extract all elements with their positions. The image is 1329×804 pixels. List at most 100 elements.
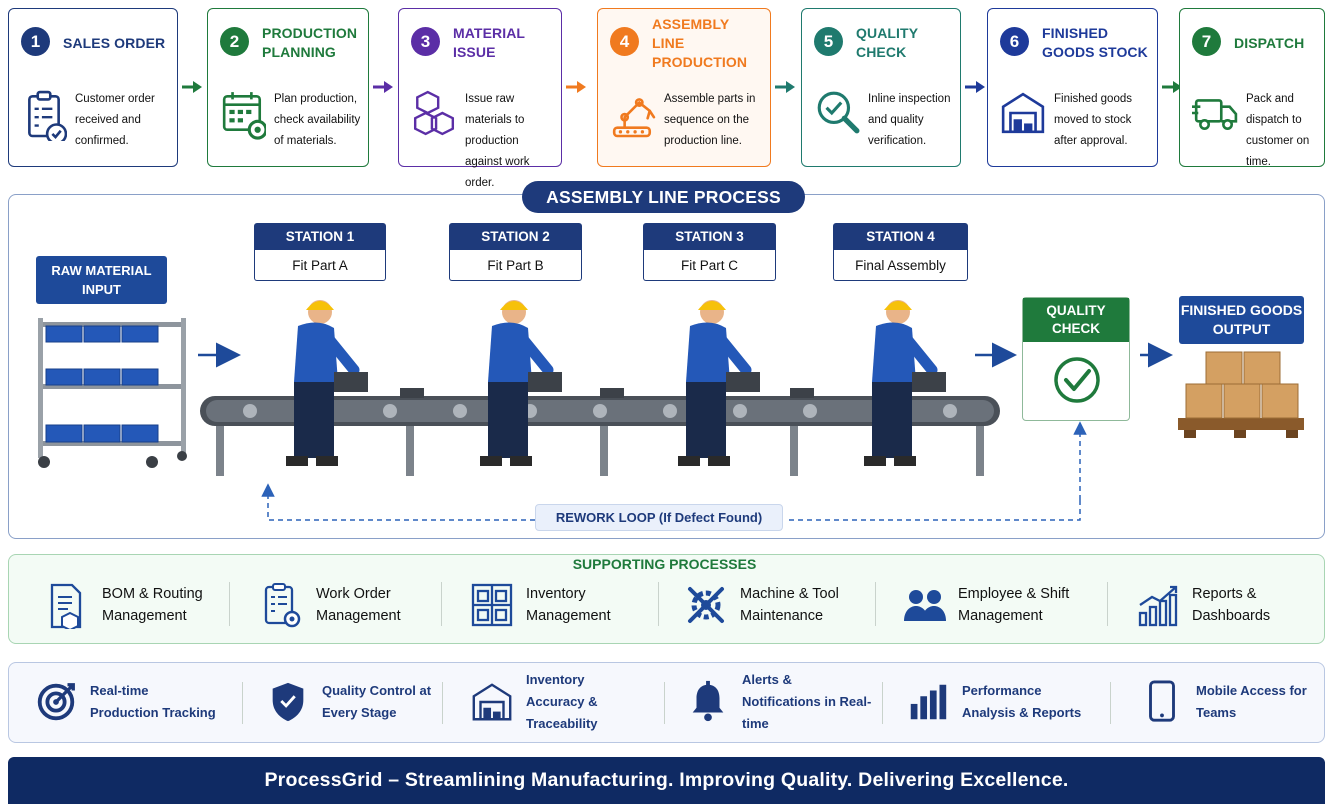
supporting-processes-panel — [8, 554, 1325, 644]
station-label: STATION 2 — [449, 223, 582, 250]
step-number: 6 — [1000, 27, 1029, 56]
step-card-1: 1 SALES ORDER Customer order received and … — [8, 8, 178, 167]
feature-item-label: Quality Control at Every Stage — [322, 683, 432, 720]
robot-arm-icon — [612, 98, 656, 138]
support-item-label: Reports & Dashboards — [1192, 586, 1271, 624]
station-label: STATION 3 — [643, 223, 776, 250]
step-description: Finished goods moved to stock after appr… — [1054, 93, 1132, 147]
step-card-5: 5 QUALITY CHECK Inline inspection and qual… — [801, 8, 961, 167]
flow-arrow-icon — [566, 81, 586, 93]
mobile-icon — [1149, 680, 1175, 722]
shield-check-icon — [272, 682, 304, 722]
flow-arrow-icon — [775, 81, 795, 93]
assembly-line-illustration — [38, 300, 1304, 521]
bom-document-icon — [50, 583, 82, 629]
flow-arrow-icon — [373, 81, 393, 93]
feature-item: Mobile Access for Teams — [1140, 668, 1314, 736]
support-item: Work Order Management — [260, 574, 408, 636]
divider — [658, 582, 659, 626]
divider — [1107, 582, 1108, 626]
step-number: 3 — [411, 27, 440, 56]
work-order-icon — [264, 583, 301, 628]
step-title: QUALITY CHECK — [856, 25, 918, 60]
pallet-boxes-icon — [1178, 351, 1304, 438]
divider — [441, 582, 442, 626]
step-icon — [220, 85, 268, 147]
step-description: Plan production, check availability of m… — [274, 93, 361, 147]
step-icon — [610, 85, 658, 147]
station-label: STATION 4 — [833, 223, 968, 250]
feature-item: Inventory Accuracy & Traceability — [470, 668, 646, 736]
step-title: PRODUCTION PLANNING — [262, 25, 358, 60]
step-title: MATERIAL ISSUE — [453, 25, 525, 60]
feature-item-label: Alerts & Notifications in Real-time — [742, 672, 872, 731]
boxes-icon — [413, 90, 455, 136]
employees-icon — [904, 590, 946, 621]
step-title: DISPATCH — [1234, 34, 1305, 51]
target-icon — [37, 683, 75, 721]
step-icon — [814, 85, 862, 147]
station-task: Final Assembly — [833, 250, 968, 281]
divider — [442, 682, 443, 724]
step-description: Assemble parts in sequence on the produc… — [664, 93, 756, 147]
features-panel — [8, 662, 1325, 743]
raw-material-label: RAW MATERIAL INPUT — [36, 256, 167, 304]
step-icon — [411, 85, 459, 147]
step-title: SALES ORDER — [63, 34, 166, 51]
step-number: 7 — [1192, 27, 1221, 56]
flow-arrow-icon — [182, 81, 202, 93]
station-task: Fit Part B — [449, 250, 582, 281]
warehouse-icon — [472, 683, 512, 721]
rework-loop-label: REWORK LOOP (If Defect Found) — [535, 504, 783, 531]
material-rack-icon — [38, 318, 187, 468]
feature-item: Alerts & Notifications in Real-time — [686, 668, 872, 736]
station-task: Fit Part A — [254, 250, 386, 281]
support-item: Machine & Tool Maintenance — [684, 574, 850, 636]
feature-item: Quality Control at Every Stage — [266, 668, 440, 736]
support-item: Reports & Dashboards — [1136, 574, 1284, 636]
bar-chart-icon — [910, 684, 947, 720]
step-title: FINISHED GOODS STOCK — [1042, 25, 1148, 60]
footer-banner: ProcessGrid – Streamlining Manufacturing… — [8, 757, 1325, 804]
quality-check-box: QUALITY CHECK — [1022, 297, 1130, 421]
station-task: Fit Part C — [643, 250, 776, 281]
feature-item-label: Mobile Access for Teams — [1196, 683, 1307, 720]
flow-arrow-icon — [1162, 81, 1182, 93]
divider — [882, 682, 883, 724]
support-item-label: BOM & Routing Management — [102, 586, 203, 624]
support-item-label: Machine & Tool Maintenance — [740, 586, 839, 624]
support-item: BOM & Routing Management — [46, 574, 212, 636]
step-card-6: 6 FINISHED GOODS STOCK Finished goods move… — [987, 8, 1158, 167]
step-number: 4 — [610, 27, 639, 56]
assembly-title: ASSEMBLY LINE PROCESS — [522, 181, 805, 213]
feature-item: Performance Analysis & Reports — [906, 668, 1097, 736]
tools-gear-icon — [688, 587, 724, 623]
feature-item-label: Inventory Accuracy & Traceability — [526, 672, 598, 731]
inventory-shelf-icon — [471, 583, 513, 627]
support-item-label: Employee & Shift Management — [958, 586, 1070, 624]
step-icon — [1000, 85, 1048, 147]
finished-goods-label: FINISHED GOODS OUTPUT — [1179, 296, 1304, 344]
divider — [875, 582, 876, 626]
step-number: 1 — [21, 27, 50, 56]
magnifier-check-icon — [817, 91, 860, 134]
station-label: STATION 1 — [254, 223, 386, 250]
feature-item-label: Performance Analysis & Reports — [962, 683, 1082, 720]
supporting-processes-title: SUPPORTING PROCESSES — [572, 556, 757, 572]
calendar-gear-icon — [222, 92, 268, 140]
feature-item: Real-time Production Tracking — [34, 668, 220, 736]
step-description: Customer order received and confirmed. — [75, 93, 155, 147]
step-description: Inline inspection and quality verificati… — [868, 93, 951, 147]
support-item-label: Work Order Management — [316, 586, 401, 624]
step-number: 5 — [814, 27, 843, 56]
worker-figures — [286, 300, 946, 466]
divider — [1110, 682, 1111, 724]
conveyor-belt — [200, 388, 1000, 476]
